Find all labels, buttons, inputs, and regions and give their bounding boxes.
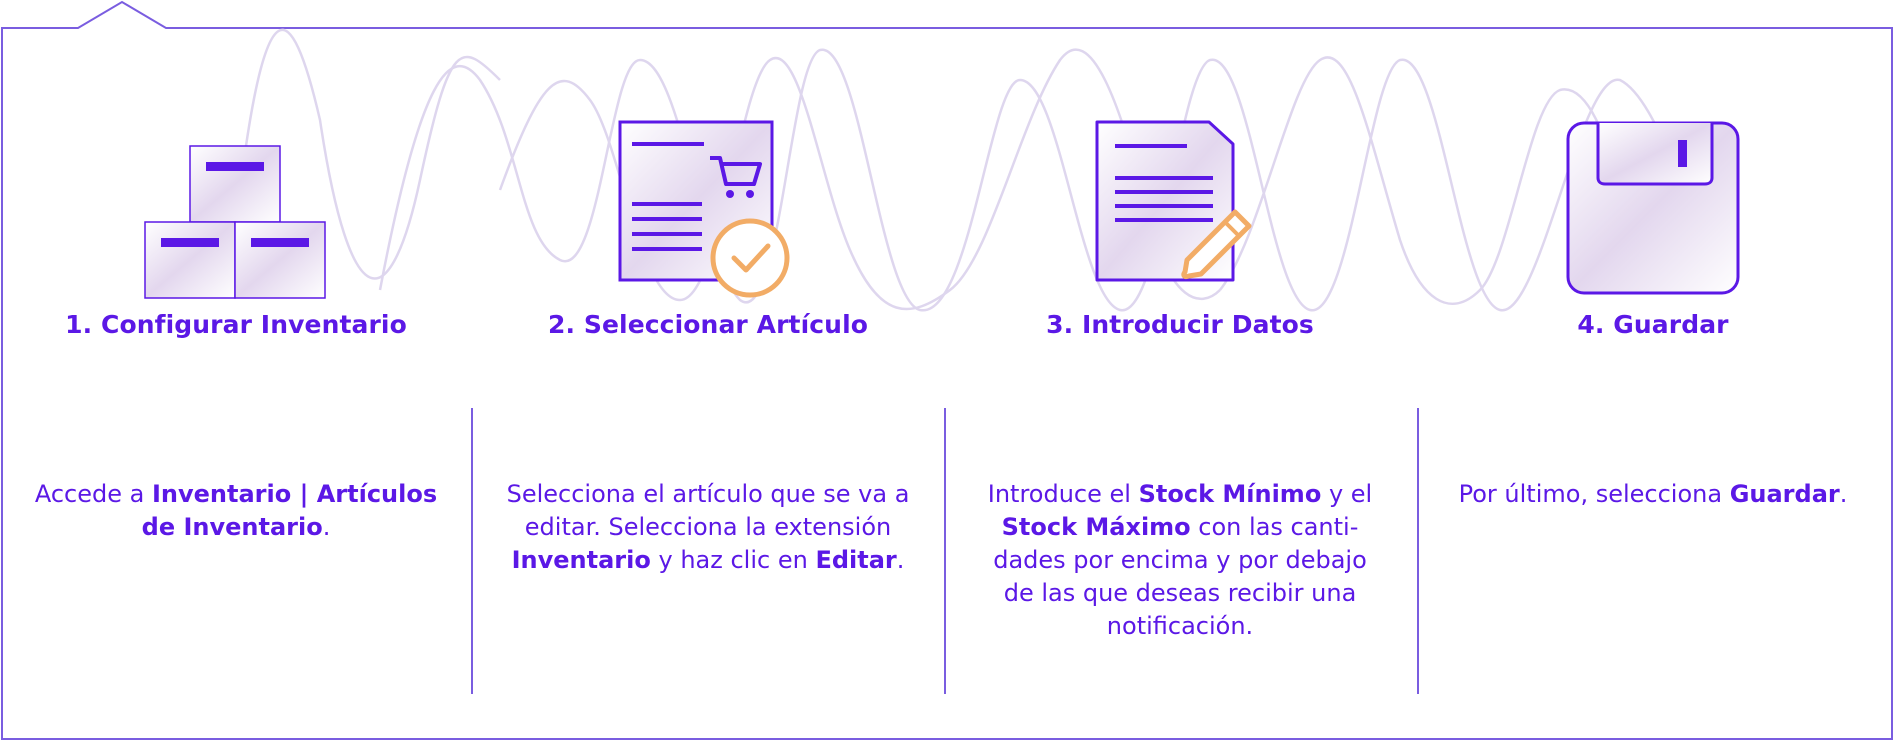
description-text: con las canti-dades por encima y por deb… xyxy=(993,513,1367,640)
decorative-wave-4 xyxy=(1219,56,1642,305)
description-emphasis: Editar xyxy=(815,546,897,574)
description-emphasis: Guardar xyxy=(1729,480,1840,508)
decorative-wave-1 xyxy=(238,28,501,280)
boxes-icon xyxy=(144,145,326,299)
step-description: Selecciona el artículo que se va a edita… xyxy=(494,478,922,577)
step-title: 2. Seleccionar Artículo xyxy=(547,310,869,339)
step-1: 1. Configurar Inventario Accede a Invent… xyxy=(0,0,472,741)
floppy-disk-icon xyxy=(1566,121,1740,295)
description-text: . xyxy=(322,513,331,541)
description-text: y haz clic en xyxy=(650,546,816,574)
document-pencil-icon xyxy=(1095,120,1252,282)
step-description: Accede a Inventario | Artículos de Inven… xyxy=(18,478,454,544)
step-4: 4. Guardar Por último, selecciona Guarda… xyxy=(1417,0,1889,741)
step-3: 3. Introducir Datos Introduce el Stock M… xyxy=(944,0,1416,741)
description-emphasis: Inventario xyxy=(511,546,651,574)
description-emphasis: Inventario | Artículos de Inventario xyxy=(141,480,438,541)
description-emphasis: Stock Mínimo xyxy=(1138,480,1322,508)
step-2: 2. Seleccionar Artículo Selecciona el ar… xyxy=(472,0,944,741)
description-text: Por último, selecciona xyxy=(1458,480,1730,508)
description-text: y el xyxy=(1321,480,1373,508)
description-text: . xyxy=(1839,480,1848,508)
description-text: Introduce el xyxy=(987,480,1139,508)
step-title: 3. Introducir Datos xyxy=(1046,310,1314,339)
description-text: . xyxy=(896,546,905,574)
description-emphasis: Stock Máximo xyxy=(1001,513,1191,541)
decorative-wave-2 xyxy=(378,48,1672,312)
step-description: Por último, selecciona Guardar. xyxy=(1425,478,1881,511)
divider-1 xyxy=(471,408,473,694)
description-text: Accede a xyxy=(34,480,152,508)
cart-document-check-icon xyxy=(618,120,790,298)
step-title: 1. Configurar Inventario xyxy=(65,310,407,339)
divider-3 xyxy=(1417,408,1419,694)
divider-2 xyxy=(944,408,946,694)
step-title: 4. Guardar xyxy=(1577,310,1729,339)
description-text: Selecciona el artículo que se va a edita… xyxy=(506,480,910,541)
step-description: Introduce el Stock Mínimo y el Stock Máx… xyxy=(984,478,1376,643)
